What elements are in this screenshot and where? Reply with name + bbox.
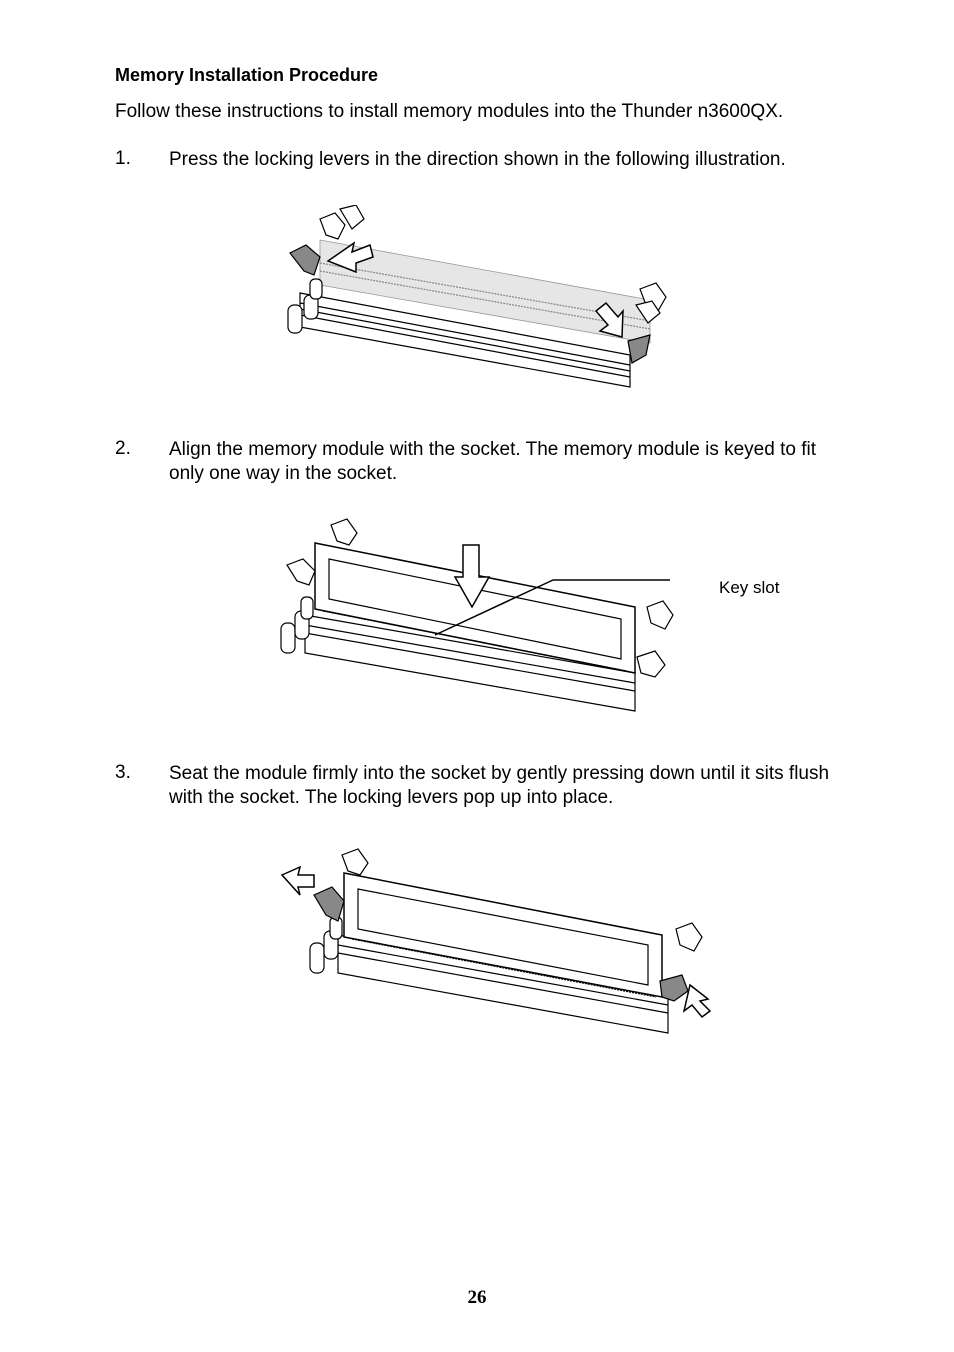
step-2-text: Align the memory module with the socket.… xyxy=(169,439,816,484)
key-slot-callout: Key slot xyxy=(719,578,780,597)
figure-open-levers xyxy=(287,205,667,388)
figure-seat-module xyxy=(280,848,712,1034)
intro-paragraph: Follow these instructions to install mem… xyxy=(115,101,784,122)
step-2-number: 2. xyxy=(115,438,131,459)
page-number: 26 xyxy=(467,1287,487,1308)
section-heading: Memory Installation Procedure xyxy=(115,65,379,85)
step-1-text: Press the locking levers in the directio… xyxy=(169,149,786,170)
step-3-number: 3. xyxy=(115,762,131,783)
step-3-text: Seat the module firmly into the socket b… xyxy=(169,763,830,808)
figure-align-module xyxy=(280,518,674,712)
step-1-number: 1. xyxy=(115,148,131,169)
